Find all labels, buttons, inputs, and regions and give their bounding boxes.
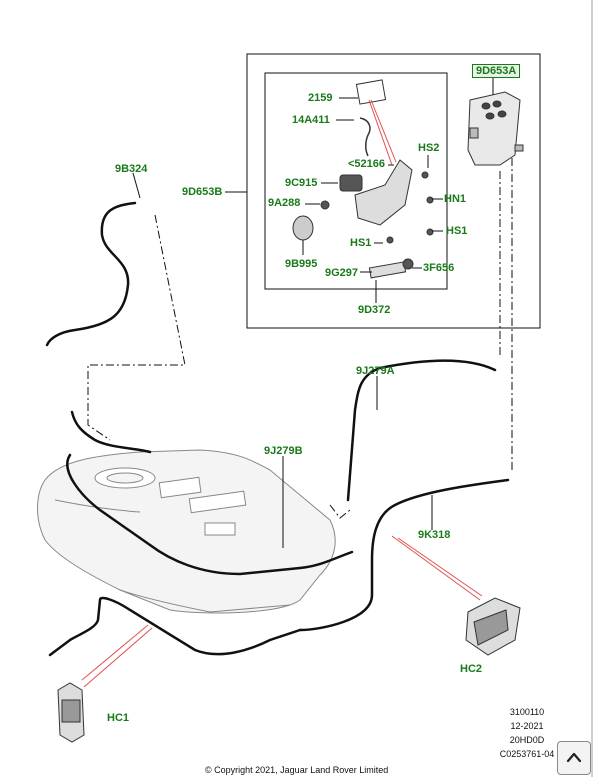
callout-9j279b[interactable]: 9J279B [264,445,303,457]
meta-line-4: C0253761-04 [499,749,555,759]
meta-line-1: 3100110 [509,707,545,717]
connector-hc1 [57,682,85,743]
callout-9d653b[interactable]: 9D653B [182,186,223,198]
callout-9g297[interactable]: 9G297 [325,267,359,279]
meta-line-3: 20HD0D [509,735,545,745]
callout-9d372[interactable]: 9D372 [358,304,391,316]
callout-9b324[interactable]: 9B324 [115,163,148,175]
copyright-text: © Copyright 2021, Jaguar Land Rover Limi… [205,765,389,775]
evap-canister [467,91,524,166]
callout-hs1-left[interactable]: HS1 [350,237,372,249]
callout-9c915[interactable]: 9C915 [285,177,318,189]
leader-lines [132,78,494,548]
scroll-to-top-button[interactable] [557,741,591,775]
callout-14a411[interactable]: 14A411 [292,114,330,126]
callout-hc2[interactable]: HC2 [460,663,483,675]
callout-2159[interactable]: 2159 [308,92,333,104]
fuel-lines [45,201,510,657]
frame-edge [591,0,593,777]
callout-9d653a[interactable]: 9D653A [472,64,521,78]
detail-frame-outer [246,53,541,329]
chevron-up-icon [566,752,582,763]
callout-hs1-right[interactable]: HS1 [446,225,468,237]
callout-9a288[interactable]: 9A288 [268,197,301,209]
callout-9j279a[interactable]: 9J279A [356,365,395,377]
connector-hc2 [465,597,521,656]
callout-hc1[interactable]: HC1 [107,712,130,724]
callout-hs2[interactable]: HS2 [418,142,440,154]
fuel-tank [37,449,336,614]
red-leader-lines [81,99,483,688]
meta-line-2: 12-2021 [510,721,544,731]
connection-dashed-lines [87,150,513,519]
callout-3f656[interactable]: 3F656 [423,262,455,274]
callout-hn1[interactable]: HN1 [444,193,467,205]
callout-9b995[interactable]: 9B995 [285,258,318,270]
callout-52166[interactable]: <52166 [348,158,386,170]
purge-valve-assembly [292,79,434,279]
callout-9k318[interactable]: 9K318 [418,529,451,541]
detail-frame-inner [264,72,448,290]
